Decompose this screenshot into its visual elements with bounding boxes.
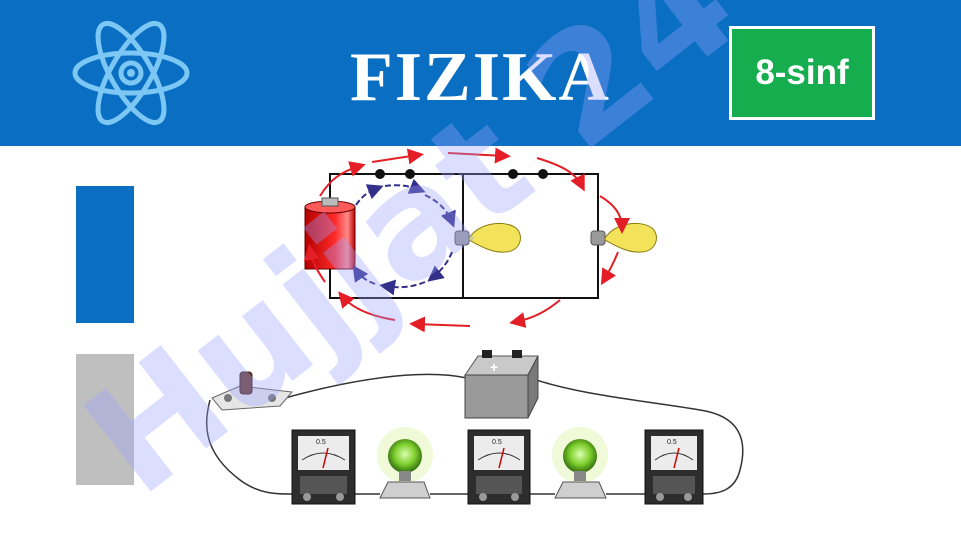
side-bar-blue <box>76 186 134 323</box>
current-arrows-blue <box>352 178 456 296</box>
series-circuit-photo: + 0.5 0.5 0.5 <box>205 350 744 505</box>
parallel-circuit-diagram <box>303 147 657 333</box>
meter-scale-label: 0.5 <box>316 439 326 446</box>
grade-badge-label: 8-sinf <box>755 53 849 92</box>
header-banner: FIZIKA 8-sinf <box>0 0 961 146</box>
page-title: FIZIKA <box>350 39 611 116</box>
battery-box: + <box>464 350 539 419</box>
meter-scale-label: 0.5 <box>667 439 677 446</box>
bulb-right <box>590 222 657 253</box>
ammeter-3: 0.5 <box>644 429 704 505</box>
ammeter-2: 0.5 <box>467 429 531 505</box>
ammeter-1: 0.5 <box>291 429 356 505</box>
meter-scale-label: 0.5 <box>492 439 502 446</box>
knife-switch <box>211 371 293 411</box>
side-bar-gray <box>76 354 134 485</box>
glowing-bulb-1 <box>377 427 433 499</box>
grade-badge: 8-sinf <box>729 26 875 120</box>
current-arrows-red <box>303 147 630 333</box>
glowing-bulb-2 <box>552 427 608 499</box>
battery-plus-sign: + <box>490 359 498 375</box>
atom-icon <box>72 20 190 126</box>
bulb-left <box>454 222 521 253</box>
